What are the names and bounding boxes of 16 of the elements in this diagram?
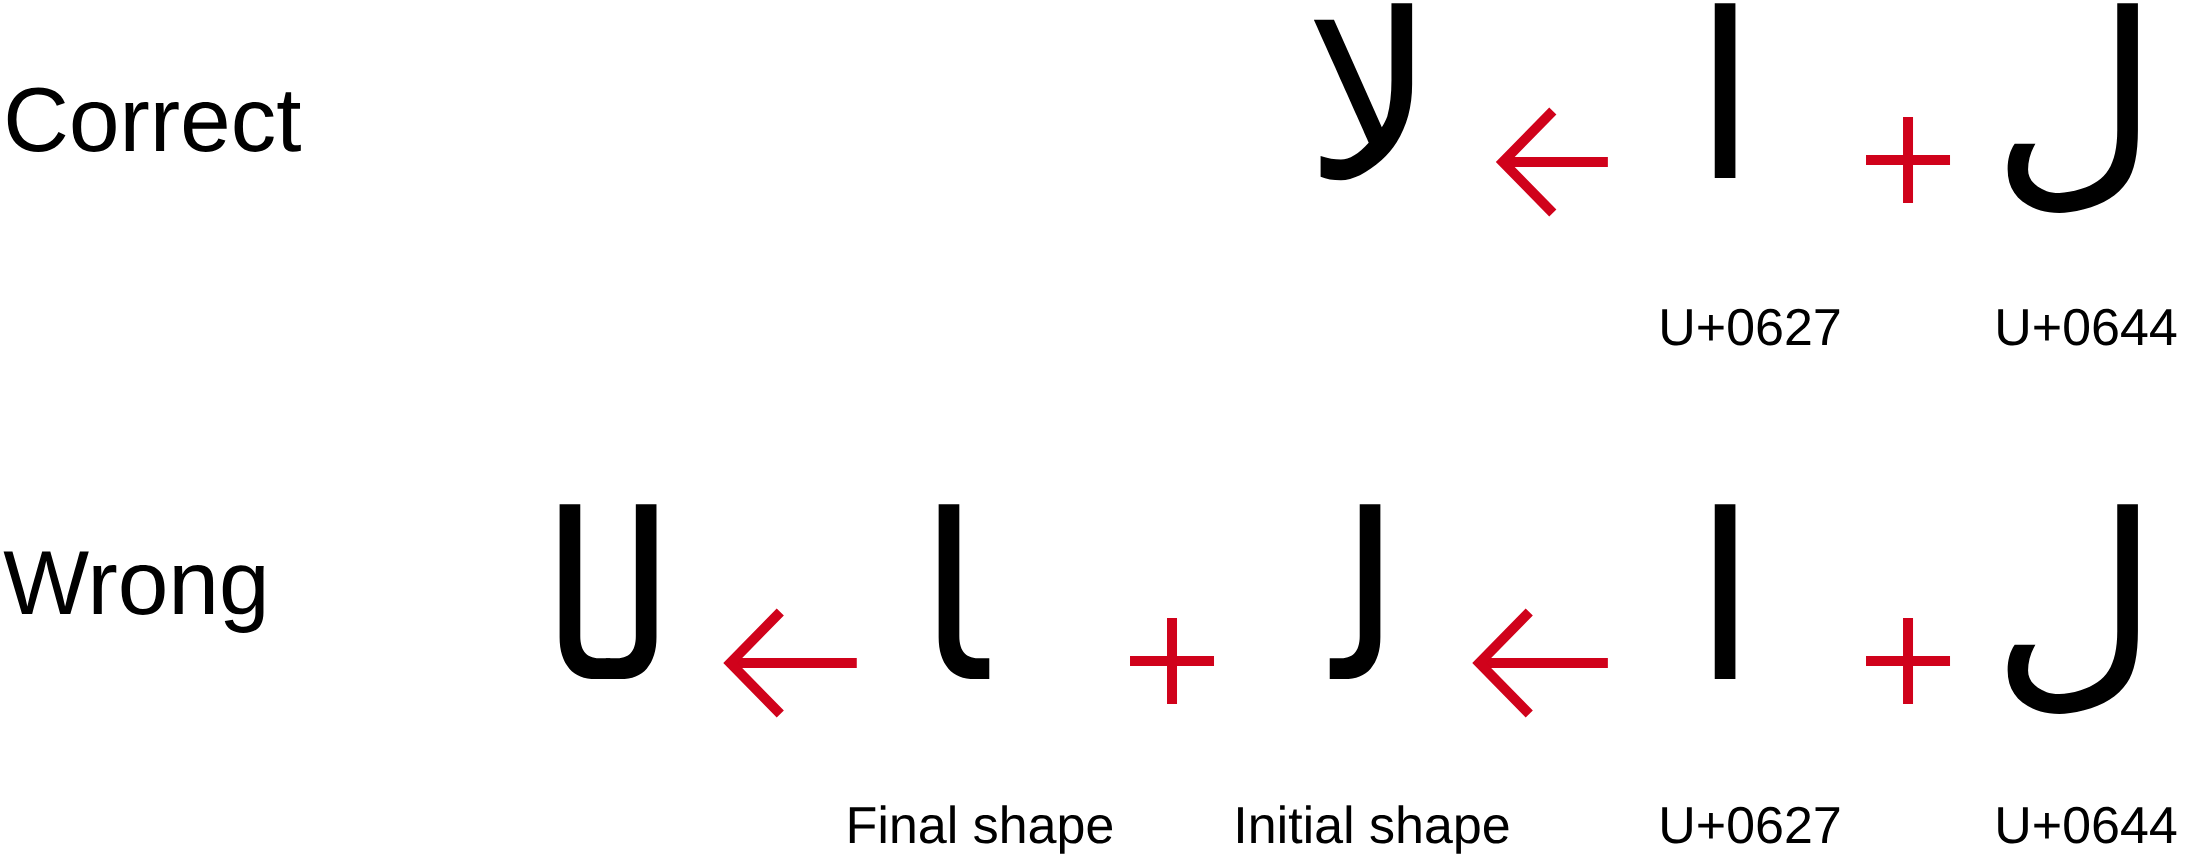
arabic-glyph: ﻻ [1313, 3, 1413, 181]
arabic-glyph: ل [2007, 3, 2138, 214]
arabic-glyph: ﺎ [938, 504, 990, 679]
glyph-caption: Final shape [849, 805, 1113, 854]
glyph-caption: Initial shape [1238, 805, 1509, 854]
arabic-glyph: ﺎﻟ [559, 504, 657, 679]
row-label: Correct [7, 87, 301, 152]
arabic-glyph: ا [1714, 504, 1736, 679]
glyph-caption: U+0627 [1662, 308, 1840, 346]
glyph-caption: U+0644 [1998, 308, 2177, 346]
row-label: Wrong [3, 551, 264, 633]
glyph-caption: U+0644 [1998, 806, 2177, 844]
arabic-glyph: ا [1714, 3, 1736, 178]
glyph-caption: U+0627 [1662, 806, 1840, 844]
arabic-glyph: ل [2007, 504, 2138, 715]
arabic-glyph: ﻟ [1329, 504, 1381, 679]
